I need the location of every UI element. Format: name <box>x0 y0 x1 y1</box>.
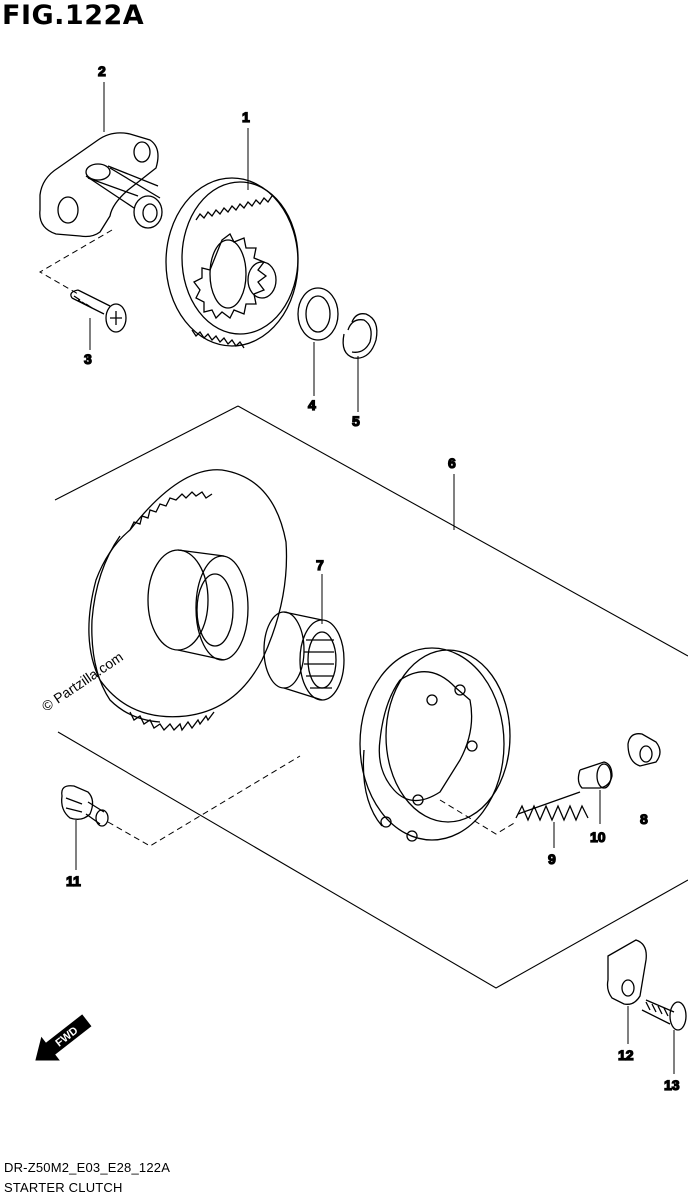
callout-5: 5 <box>352 413 360 429</box>
copyright-watermark: © Partzilla.com <box>39 648 126 714</box>
callout-2: 2 <box>98 63 106 79</box>
fwd-arrow-icon: FWD <box>35 1014 92 1061</box>
callout-leaders <box>75 82 675 1074</box>
part-11-bolt[interactable] <box>61 785 109 827</box>
model-code: DR-Z50M2_E03_E28_122A <box>4 1160 171 1175</box>
callout-13: 13 <box>664 1077 680 1093</box>
part-5-circlip[interactable] <box>342 313 378 359</box>
callout-3: 3 <box>84 351 92 367</box>
part-6-driven-gear[interactable] <box>88 469 288 732</box>
section-name: STARTER CLUTCH <box>4 1180 123 1195</box>
part-2-bracket-shaft[interactable] <box>39 132 163 238</box>
callout-4: 4 <box>308 397 316 413</box>
callout-1: 1 <box>242 109 250 125</box>
callout-12: 12 <box>618 1047 634 1063</box>
callout-6: 6 <box>448 455 456 471</box>
assembly-6-outline <box>54 405 688 989</box>
part-3-screw[interactable] <box>70 289 127 333</box>
figure-title: FIG.122A <box>2 0 145 31</box>
callout-10: 10 <box>590 829 606 845</box>
part-4-washer[interactable] <box>297 287 339 341</box>
callout-8: 8 <box>640 811 648 827</box>
callout-7: 7 <box>316 557 324 573</box>
part-7-needle-bearing[interactable] <box>263 611 345 701</box>
part-6-clutch-housing[interactable] <box>359 647 511 842</box>
part-9-spring[interactable] <box>515 791 589 822</box>
part-1-starter-idle-gear[interactable] <box>165 177 299 349</box>
part-13-bolt[interactable] <box>641 999 687 1031</box>
callout-11: 11 <box>66 873 81 889</box>
callout-9: 9 <box>548 851 556 867</box>
part-10-plunger[interactable] <box>577 761 613 789</box>
part-12-plate[interactable] <box>606 939 647 1005</box>
part-8-roller[interactable] <box>627 733 661 767</box>
